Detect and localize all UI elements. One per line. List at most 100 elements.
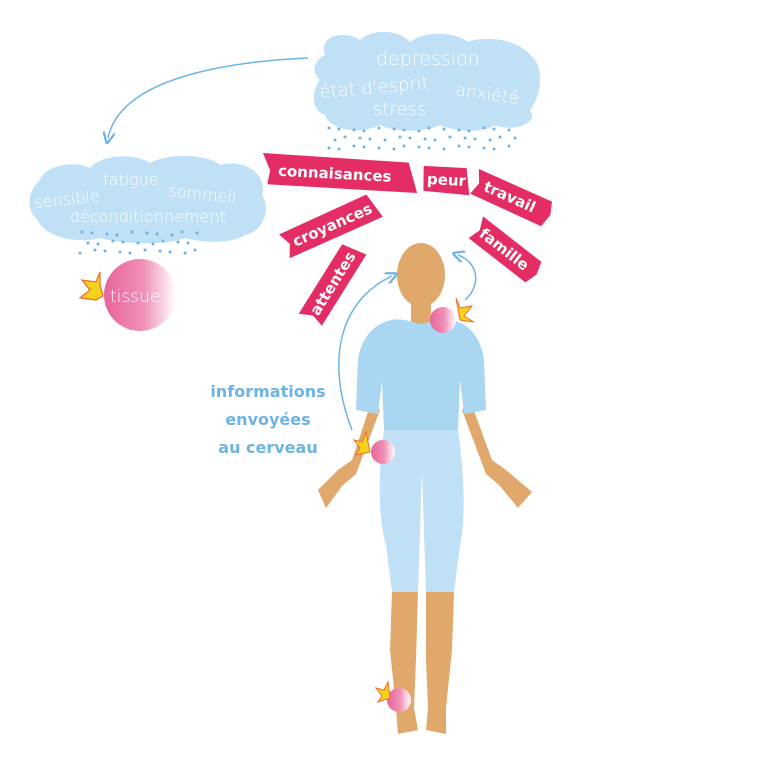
rain-drop [337, 127, 341, 131]
rain-drop [442, 147, 446, 151]
rain-drop [427, 126, 431, 130]
cloud-word-deconditionnement: déconditionnement [70, 207, 226, 226]
rain-drop [467, 145, 471, 149]
rain-drop [170, 233, 174, 237]
rain-drop [145, 231, 149, 235]
rain-drop [377, 146, 381, 150]
rain-drop [457, 144, 461, 148]
nerve-arrow-right [458, 255, 477, 301]
svg-text:peur: peur [427, 170, 467, 190]
rain-drop [168, 250, 172, 254]
rain-drop [383, 138, 387, 142]
rain-drop [423, 137, 427, 141]
svg-text:au cerveau: au cerveau [218, 438, 317, 457]
rain-drop [492, 127, 496, 131]
banner-connaisances: connaisances [262, 152, 418, 194]
flame-icon [455, 297, 475, 323]
rain-drop [93, 248, 97, 252]
cloud-word-fatigue: fatigue [103, 170, 159, 189]
rain-drop [118, 250, 122, 254]
human-figure [318, 243, 532, 734]
rain-drop [467, 129, 471, 133]
rain-drop [402, 144, 406, 148]
rain-drop [417, 145, 421, 149]
rain-drop [103, 249, 107, 253]
banner-famille: famille [468, 216, 542, 283]
rain-drop [80, 230, 84, 234]
rain-drop [368, 137, 372, 141]
nerve-arrow-left [338, 276, 392, 431]
rain-drop [362, 145, 366, 149]
info-label: informations envoyées au cerveau [210, 382, 325, 457]
rain-drop [352, 128, 356, 132]
tissue-label: tissue [110, 287, 160, 307]
rain-drop [90, 231, 94, 235]
svg-text:envoyées: envoyées [225, 410, 310, 429]
rain-drop [176, 240, 180, 244]
banner-peur: peur [423, 165, 470, 196]
rain-drop [158, 249, 162, 253]
rain-drop [337, 147, 341, 151]
flame-icon [352, 430, 371, 456]
rain-drop [448, 135, 452, 139]
rain-drop [442, 127, 446, 131]
rain-drop [143, 248, 147, 252]
rain-drop [105, 232, 109, 236]
rain-drop [507, 128, 511, 132]
rain-drop [402, 128, 406, 132]
rain-drop [433, 138, 437, 142]
rain-drop [392, 127, 396, 131]
rain-drop [352, 144, 356, 148]
rain-drop [488, 138, 492, 142]
svg-text:informations: informations [210, 382, 325, 401]
rain-drop [362, 129, 366, 133]
rain-drop [111, 239, 115, 243]
rain-drop [136, 241, 140, 245]
rain-drop [427, 146, 431, 150]
rain-drop [128, 251, 132, 255]
rain-drop [463, 136, 467, 140]
rain-drop [507, 144, 511, 148]
pain-spot-ankle [387, 688, 411, 712]
svg-text:connaisances: connaisances [278, 162, 392, 186]
rain-drop [498, 135, 502, 139]
rain-drop [482, 146, 486, 150]
rain-drop [78, 251, 82, 255]
flame-icon [78, 271, 104, 301]
rain-drop [183, 251, 187, 255]
rain-drop [473, 137, 477, 141]
rain-drop [155, 232, 159, 236]
rain-drop [115, 233, 119, 237]
rain-drop [417, 129, 421, 133]
rain-drop [327, 126, 331, 130]
flame-icon [374, 680, 391, 703]
rain-drop [195, 231, 199, 235]
cloud-word-depression: depression [376, 48, 480, 70]
rain-drop [161, 239, 165, 243]
cloud-arrow [108, 57, 309, 138]
rain-drop [86, 241, 90, 245]
svg-text:attentes: attentes [306, 248, 359, 318]
banner-attentes: attentes [298, 244, 367, 326]
rain-drop [377, 126, 381, 130]
rain-drop [180, 230, 184, 234]
tissue-circle [104, 259, 176, 331]
rain-drop [358, 136, 362, 140]
rain-drop [186, 241, 190, 245]
rain-drop [151, 242, 155, 246]
pain-spot-shoulder [430, 307, 456, 333]
rain-drop [96, 242, 100, 246]
rain-drop [457, 128, 461, 132]
rain-drop [513, 136, 517, 140]
banner-croyances: croyances [279, 194, 383, 259]
rain-drop [327, 146, 331, 150]
cloud-word-stress: stress [373, 99, 426, 120]
rain-drop [482, 126, 486, 130]
rain-drop [398, 135, 402, 139]
rain-drop [408, 136, 412, 140]
body-cloud-rain [78, 230, 199, 255]
head [397, 243, 445, 307]
rain-drop [333, 138, 337, 142]
body-cloud: fatigue sensible sommeil déconditionneme… [29, 156, 266, 244]
